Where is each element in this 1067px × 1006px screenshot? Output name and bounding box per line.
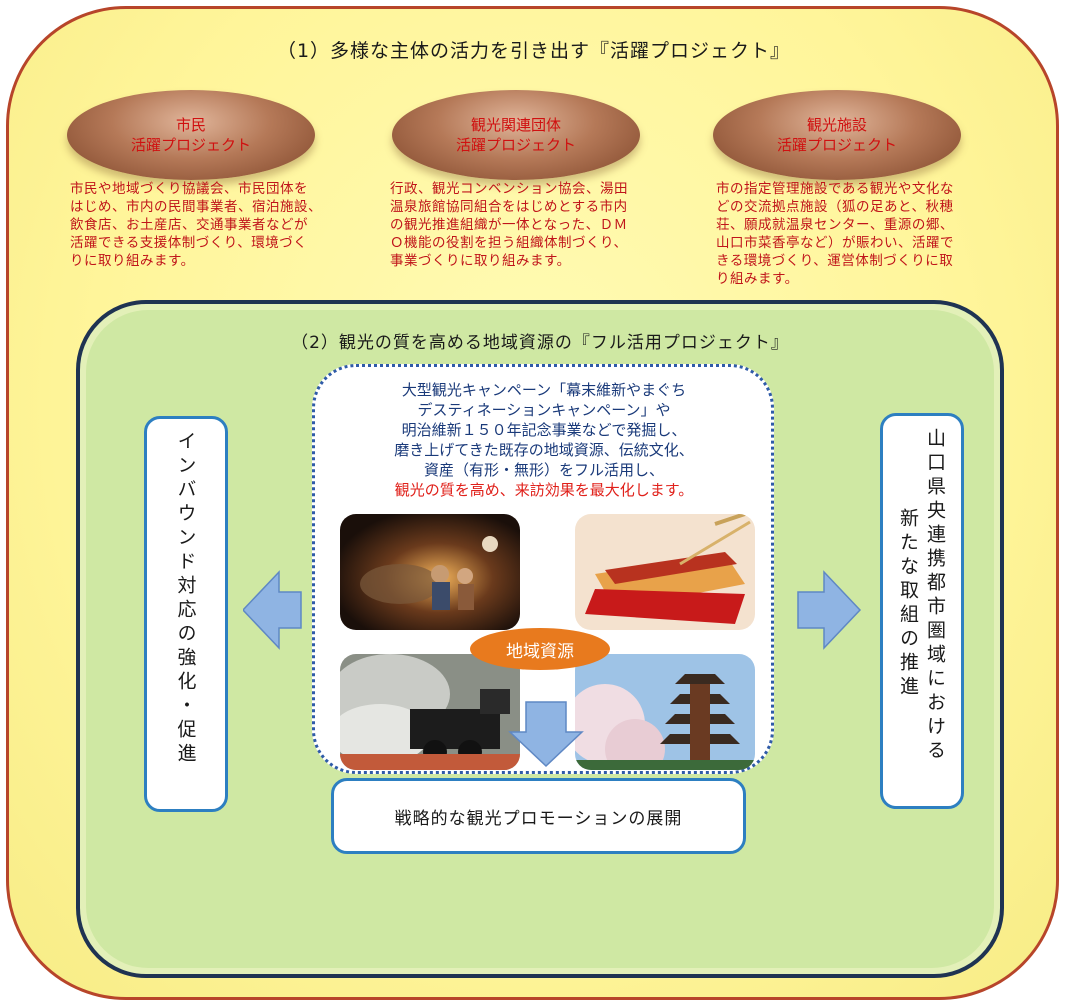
arrow-left-icon: [243, 570, 303, 650]
regional-cooperation-text-2: 新たな取組の推進: [897, 508, 919, 700]
center-text-line: 大型観光キャンペーン「幕末維新やまぐち: [401, 381, 687, 399]
desc-line: 事業づくりに取り組みます。: [390, 253, 571, 269]
desc-line: 飲食店、お土産店、交通事業者などが: [70, 217, 308, 233]
section2-title: （2）観光の質を高める地域資源の『フル活用プロジェクト』: [291, 333, 789, 353]
arrow-down-icon: [508, 700, 584, 768]
desc-line: り組みます。: [716, 271, 799, 287]
promotion-box: 戦略的な観光プロモーションの展開: [331, 778, 746, 854]
center-text-line: 明治維新１５０年記念事業などで発掘し、: [401, 421, 687, 439]
tourism-facility-project-ellipse: 観光施設 活躍プロジェクト: [713, 90, 961, 180]
regional-cooperation-text-1: 山口県央連携都市圏域における: [924, 428, 946, 764]
tourism-group-project-label-2: 活躍プロジェクト: [455, 136, 576, 154]
desc-line: の観光推進組織が一体となった、ＤＭ: [390, 217, 628, 233]
inbound-box: インバウンド対応の強化・促進: [144, 416, 228, 812]
desc-line: 活躍できる支援体制づくり、環境づく: [70, 235, 308, 251]
wagashi-sweets-photo: [575, 514, 755, 630]
desc-line: 山口市菜香亭など）が賑わい、活躍で: [716, 235, 954, 251]
tourism-group-project-label-1: 観光関連団体: [470, 116, 561, 134]
center-text-line: 磨き上げてきた既存の地域資源、伝統文化、: [394, 441, 694, 459]
citizen-project-description: 市民や地域づくり協議会、市民団体を はじめ、市内の民間事業者、宿泊施設、 飲食店…: [70, 180, 370, 270]
citizen-project-label-2: 活躍プロジェクト: [130, 136, 251, 154]
citizen-project-ellipse: 市民 活躍プロジェクト: [67, 90, 315, 180]
desc-line: はじめ、市内の民間事業者、宿泊施設、: [70, 199, 322, 215]
citizen-project-label-1: 市民: [175, 116, 206, 134]
arrow-right-icon: [796, 570, 862, 650]
regional-resources-badge: 地域資源: [470, 628, 610, 670]
tourism-facility-project-description: 市の指定管理施設である観光や文化な どの交流拠点施設（狐の足あと、秋穂 荘、願成…: [716, 180, 1036, 288]
regional-cooperation-box: 山口県央連携都市圏域における 新たな取組の推進: [880, 413, 964, 809]
tourism-group-project-ellipse: 観光関連団体 活躍プロジェクト: [392, 90, 640, 180]
desc-line: 市の指定管理施設である観光や文化な: [716, 181, 954, 197]
desc-line: 市民や地域づくり協議会、市民団体を: [70, 181, 308, 197]
tourism-facility-project-label-1: 観光施設: [806, 116, 867, 134]
desc-line: きる環境づくり、運営体制づくりに取: [716, 253, 954, 269]
center-text-line: 資産（有形・無形）をフル活用し、: [423, 461, 664, 479]
desc-line: 荘、願成就温泉センター、重源の郷、: [716, 217, 954, 233]
center-text-line: デスティネーションキャンペーン」や: [417, 401, 671, 419]
pagoda-cherry-blossom-photo: [575, 654, 755, 770]
night-gathering-photo: [340, 514, 520, 630]
tourism-facility-project-label-2: 活躍プロジェクト: [776, 136, 897, 154]
inbound-box-text: インバウンド対応の強化・促進: [174, 431, 197, 767]
desc-line: 行政、観光コンベンション協会、湯田: [390, 181, 628, 197]
desc-line: 温泉旅館協同組合をはじめとする市内: [390, 199, 628, 215]
desc-line: どの交流拠点施設（狐の足あと、秋穂: [716, 199, 954, 215]
desc-line: Ｏ機能の役割を担う組織体制づくり、: [390, 235, 628, 251]
steam-locomotive-photo: [340, 654, 520, 770]
tourism-group-project-description: 行政、観光コンベンション協会、湯田 温泉旅館協同組合をはじめとする市内 の観光推…: [390, 180, 700, 270]
section1-title: （1）多様な主体の活力を引き出す『活躍プロジェクト』: [276, 40, 791, 62]
center-text-highlight: 観光の質を高め、来訪効果を最大化します。: [394, 481, 694, 499]
regional-resources-text: 大型観光キャンペーン「幕末維新やまぐち デスティネーションキャンペーン」や 明治…: [330, 380, 758, 500]
desc-line: りに取り組みます。: [70, 253, 195, 269]
